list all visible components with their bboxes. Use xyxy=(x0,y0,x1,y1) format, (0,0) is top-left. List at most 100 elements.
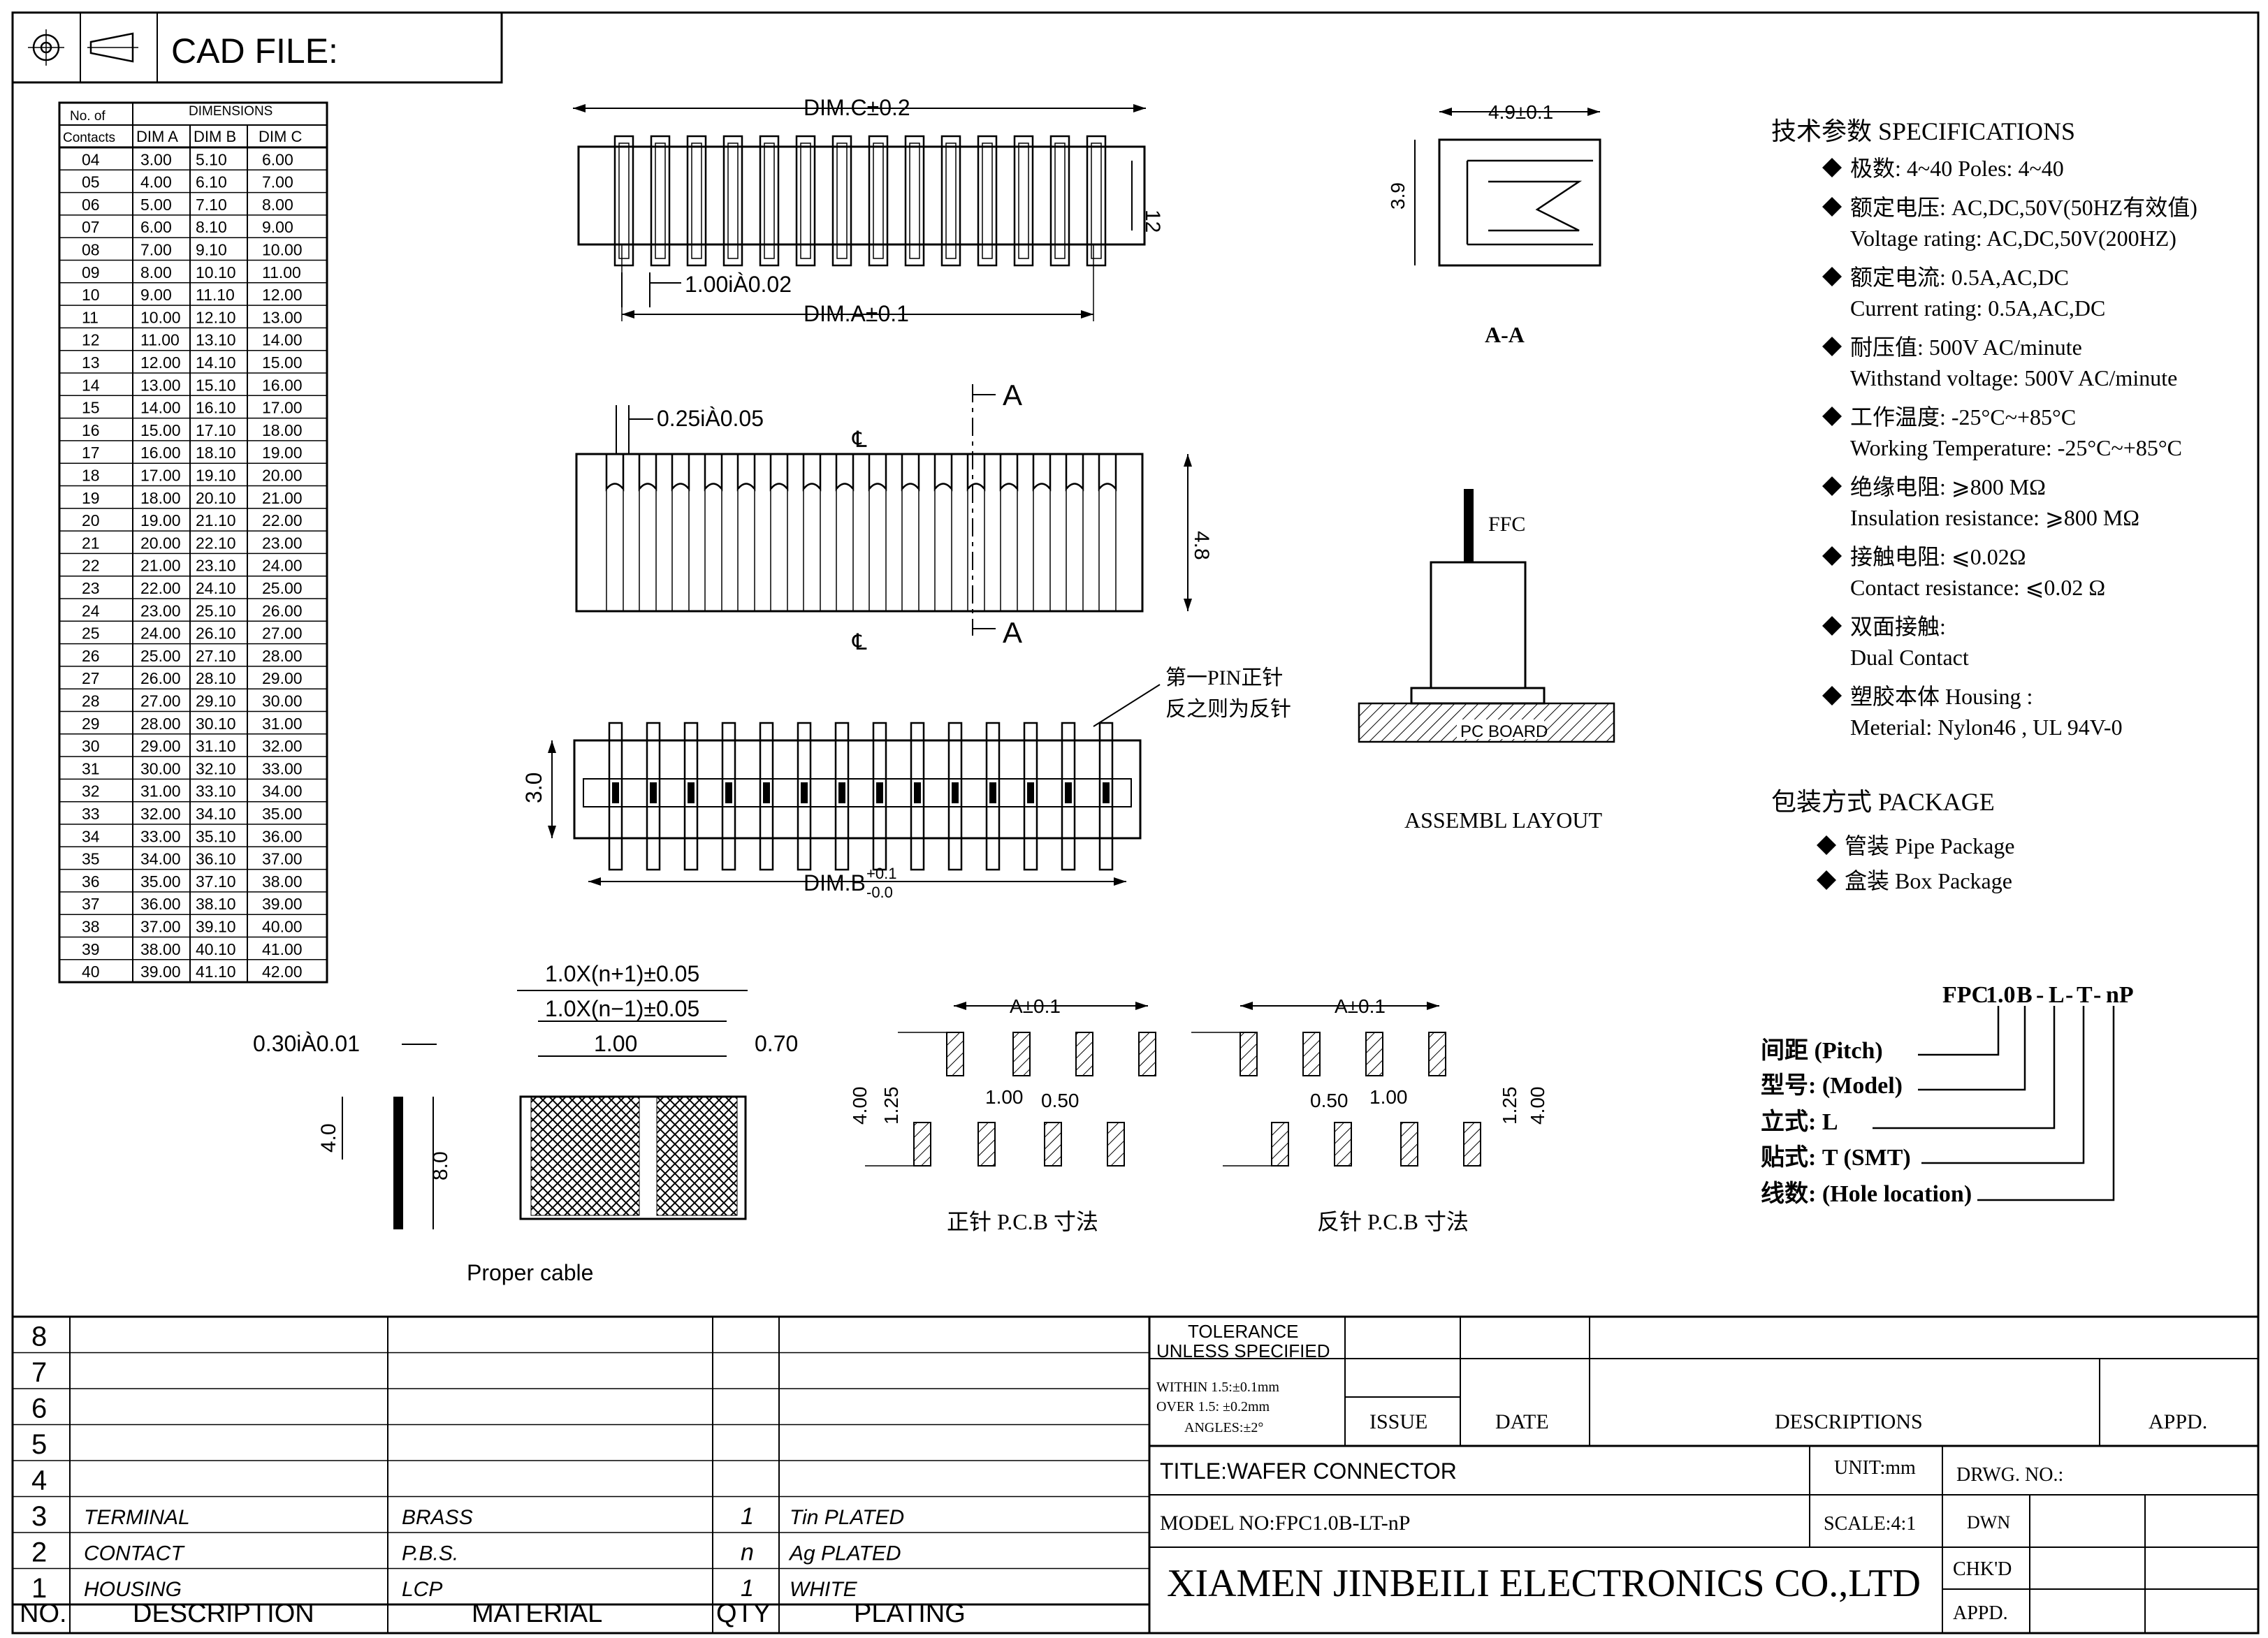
table-cell-dim-b: 24.10 xyxy=(196,579,236,597)
table-cell-dim-b: 10.10 xyxy=(196,263,236,281)
pin-inner xyxy=(982,142,993,259)
pin-contact xyxy=(725,782,732,803)
pin-outline xyxy=(1049,135,1070,267)
table-cell-contacts: 35 xyxy=(82,850,100,868)
proper-cable-label: Proper cable xyxy=(467,1260,593,1285)
bom-description: HOUSING xyxy=(84,1578,182,1601)
pcb-pad xyxy=(1463,1122,1481,1167)
legend-vertical: 立式: L xyxy=(1761,1109,1838,1135)
table-cell-dim-c: 42.00 xyxy=(262,963,303,981)
pin-outline xyxy=(650,135,671,267)
spec-line-2: Insulation resistance: ⩾800 MΩ xyxy=(1850,505,2139,530)
section-aa-label: A-A xyxy=(1485,322,1525,347)
diamond-bullet-icon xyxy=(1822,546,1842,566)
slot-profile xyxy=(966,454,986,492)
dim-a-label: DIM.A±0.1 xyxy=(804,301,909,326)
pcb-pad xyxy=(1044,1122,1062,1167)
code-t: T xyxy=(2077,982,2093,1008)
table-cell-dim-b: 38.10 xyxy=(196,895,236,913)
table-cell-dim-a: 29.00 xyxy=(140,737,181,755)
table-cell-contacts: 18 xyxy=(82,467,100,485)
table-cell-dim-a: 16.00 xyxy=(140,444,181,462)
assembly-layout-drawing: FFC PC BOARD ASSEMBL LAYOUT xyxy=(1358,489,1615,833)
bom-plating: Tin PLATED xyxy=(790,1506,904,1529)
table-cell-dim-c: 26.00 xyxy=(262,601,303,620)
table-cell-dim-b: 36.10 xyxy=(196,850,236,868)
pin-inner xyxy=(727,142,739,259)
pcb-pad xyxy=(1400,1122,1418,1167)
slot-profile xyxy=(736,454,756,492)
pcb-pad xyxy=(913,1122,931,1167)
table-cell-contacts: 05 xyxy=(82,173,100,191)
pcb-pad xyxy=(1240,1032,1258,1076)
table-cell-dim-a: 19.00 xyxy=(140,511,181,529)
table-cell-dim-c: 22.00 xyxy=(262,511,303,529)
pin-contact xyxy=(952,782,959,803)
spec-line-1: 绝缘电阻: ⩾800 MΩ xyxy=(1850,474,2046,499)
table-cell-contacts: 31 xyxy=(82,759,100,777)
table-cell-dim-b: 39.10 xyxy=(196,918,236,936)
table-cell-dim-a: 8.00 xyxy=(140,263,172,281)
pin-outline xyxy=(613,135,634,267)
slot-profile xyxy=(868,454,887,492)
table-cell-dim-b: 11.10 xyxy=(196,286,235,304)
spec-line-1: 额定电流: 0.5A,AC,DC xyxy=(1850,265,2069,290)
code-fpc: FPC xyxy=(1942,982,1989,1008)
diamond-bullet-icon xyxy=(1822,616,1842,636)
pin-outline xyxy=(759,722,774,871)
pcb-front-label: 正针 P.C.B 寸法 xyxy=(947,1209,1098,1234)
table-cell-dim-b: 5.10 xyxy=(196,150,227,168)
assembl-layout-label: ASSEMBL LAYOUT xyxy=(1404,807,1602,833)
package-line: 盒装 Box Package xyxy=(1845,868,2012,893)
table-cell-dim-c: 11.00 xyxy=(262,263,301,281)
table-cell-dim-a: 10.00 xyxy=(140,308,181,326)
header-box: CAD FILE: xyxy=(11,11,503,84)
spec-item: 双面接触:Dual Contact xyxy=(1822,614,1969,670)
pcb-pad xyxy=(1107,1122,1125,1167)
table-cell-dim-a: 27.00 xyxy=(140,692,181,710)
table-cell-dim-a: 35.00 xyxy=(140,872,181,891)
pin-inner xyxy=(909,142,920,259)
slot-profile xyxy=(802,454,822,492)
dim-b-label: DIM.B xyxy=(804,870,866,895)
table-cell-dim-c: 39.00 xyxy=(262,895,303,913)
bom-row-number: 1 xyxy=(31,1573,47,1604)
code-dash-1: - xyxy=(2036,982,2044,1008)
unit-label: UNIT:mm xyxy=(1834,1457,1916,1479)
table-cell-contacts: 13 xyxy=(82,353,100,372)
pin-outline xyxy=(947,722,963,871)
table-cell-dim-c: 16.00 xyxy=(262,376,303,394)
table-cell-dim-c: 15.00 xyxy=(262,353,303,372)
table-cell-dim-b: 19.10 xyxy=(196,467,236,485)
table-row: 09 8.00 10.10 11.00 xyxy=(59,263,327,284)
bom-row-number: 3 xyxy=(31,1501,47,1532)
pcb-pad xyxy=(1075,1032,1093,1076)
table-cell-dim-a: 36.00 xyxy=(140,895,181,913)
table-cell-contacts: 15 xyxy=(82,399,100,417)
table-cell-contacts: 09 xyxy=(82,263,100,281)
pin-outline xyxy=(686,135,707,267)
table-cell-dim-a: 22.00 xyxy=(140,579,181,597)
pcb-front-050: 0.50 xyxy=(1041,1090,1080,1111)
table-cell-dim-b: 32.10 xyxy=(196,759,236,777)
table-cell-dim-b: 22.10 xyxy=(196,534,236,552)
code-pitch: 1.0 xyxy=(1986,982,2016,1008)
model-number: MODEL NO:FPC1.0B-LT-nP xyxy=(1160,1512,1410,1535)
slot-profile xyxy=(933,454,953,492)
dim-b-minus: -0.0 xyxy=(866,884,893,901)
pin-outline xyxy=(722,135,743,267)
table-cell-dim-a: 9.00 xyxy=(140,286,172,304)
table-cell-dim-c: 30.00 xyxy=(262,692,303,710)
pin-outline xyxy=(910,722,925,871)
centerline-mark-top: ℄ xyxy=(852,427,867,452)
table-cell-dim-b: 35.10 xyxy=(196,827,236,845)
table-cell-dim-a: 3.00 xyxy=(140,150,172,168)
front-view-drawing: 0.25iÀ0.05 A A ℄ ℄ 4.8 xyxy=(575,379,1213,655)
